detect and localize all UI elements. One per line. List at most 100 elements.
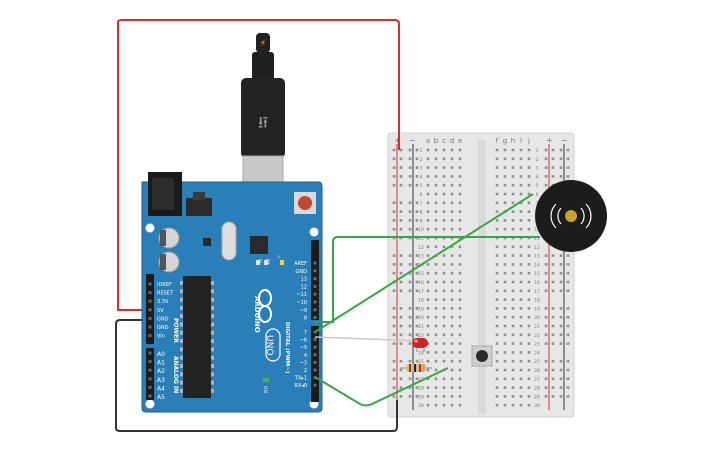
breadboard-hole	[495, 298, 499, 301]
breadboard-hole	[527, 351, 531, 354]
header-pin[interactable]	[313, 277, 317, 281]
breadboard-hole	[426, 263, 430, 266]
breadboard-hole	[458, 148, 462, 152]
row-number: 3	[420, 166, 423, 172]
header-pin[interactable]	[313, 338, 317, 342]
digital-pin-label: TX▸1	[294, 376, 307, 382]
breadboard-hole	[458, 192, 462, 196]
header-pin[interactable]	[148, 308, 152, 312]
header-pin[interactable]	[148, 316, 152, 320]
header-pin[interactable]	[148, 325, 152, 329]
row-number: 15	[418, 271, 424, 277]
rail-hole	[408, 377, 412, 381]
crystal-oscillator	[221, 221, 237, 261]
header-pin[interactable]	[148, 282, 152, 286]
rail-hole	[392, 148, 396, 152]
header-pin[interactable]	[313, 345, 317, 349]
wire-gray-pin7[interactable]	[314, 336, 421, 342]
header-pin[interactable]	[148, 291, 152, 295]
rx-led	[264, 260, 268, 265]
row-number: 18	[418, 298, 424, 304]
header-pin[interactable]	[313, 269, 317, 273]
header-pin[interactable]	[313, 292, 317, 296]
chip-leg	[180, 289, 183, 294]
breadboard-hole	[450, 183, 454, 187]
rail-hole	[408, 359, 412, 363]
breadboard-hole	[503, 254, 507, 257]
wire-green-buzzer[interactable]	[314, 193, 534, 333]
wire-black-gnd[interactable]	[115, 319, 398, 432]
breadboard-hole	[495, 175, 499, 178]
rail-hole	[415, 219, 419, 222]
chip-leg	[211, 297, 214, 302]
breadboard-hole	[450, 148, 454, 152]
breadboard-hole	[450, 333, 454, 337]
rail-hole	[408, 333, 412, 337]
resistor[interactable]	[400, 364, 432, 372]
breadboard-hole	[450, 192, 454, 196]
header-pin[interactable]	[313, 353, 317, 357]
regulator-tab	[193, 192, 205, 200]
rail-hole	[544, 157, 548, 161]
breadboard-hole	[511, 219, 515, 222]
breadboard-hole	[426, 368, 430, 372]
header-pin[interactable]	[313, 300, 317, 304]
piezo-buzzer[interactable]	[535, 180, 607, 252]
breadboard-hole	[450, 342, 454, 345]
push-button-cap[interactable]	[476, 350, 488, 362]
red-led[interactable]	[412, 338, 428, 352]
breadboard-hole	[511, 271, 515, 275]
header-pin[interactable]	[313, 360, 317, 364]
breadboard-hole	[511, 148, 515, 152]
breadboard-hole	[442, 377, 446, 381]
breadboard-hole	[442, 359, 446, 363]
header-pin[interactable]	[148, 351, 152, 355]
header-pin[interactable]	[313, 316, 317, 320]
rail-hole	[544, 175, 548, 178]
header-pin[interactable]	[313, 284, 317, 288]
rail-hole	[408, 183, 412, 187]
breadboard-hole	[503, 333, 507, 337]
header-pin[interactable]	[148, 360, 152, 364]
header-pin[interactable]	[148, 299, 152, 303]
breadboard-hole	[434, 333, 438, 337]
chip-leg	[211, 289, 214, 294]
header-pin[interactable]	[148, 394, 152, 398]
analog-pin-label: A1	[157, 360, 165, 367]
breadboard-hole	[426, 245, 430, 249]
rail-hole	[566, 271, 570, 275]
header-pin[interactable]	[148, 368, 152, 372]
push-button[interactable]	[471, 345, 493, 367]
wire-green-pin2[interactable]	[314, 367, 449, 407]
row-number: 22	[534, 333, 540, 339]
breadboard-hole	[527, 210, 531, 213]
header-pin[interactable]	[313, 368, 317, 372]
rail-hole	[399, 280, 403, 284]
breadboard-hole	[503, 245, 507, 249]
breadboard-hole	[511, 166, 515, 169]
breadboard-hole	[458, 271, 462, 275]
wire-red-5v[interactable]	[117, 19, 400, 311]
header-pin[interactable]	[148, 385, 152, 389]
breadboard-hole	[511, 254, 515, 257]
breadboard-hole	[434, 289, 438, 293]
header-pin[interactable]	[313, 383, 317, 387]
rail-hole	[392, 166, 396, 169]
header-pin[interactable]	[148, 377, 152, 381]
wire-green-pin8[interactable]	[315, 236, 540, 323]
header-pin[interactable]	[313, 261, 317, 265]
reset-button[interactable]	[298, 196, 312, 210]
header-pin[interactable]	[148, 334, 152, 338]
rail-hole	[559, 280, 563, 284]
digital-pin-label: ~3	[300, 360, 307, 366]
header-pin[interactable]	[313, 308, 317, 312]
rail-hole	[544, 263, 548, 266]
breadboard-hole	[450, 298, 454, 301]
rail-hole	[392, 386, 396, 389]
chip-leg	[180, 364, 183, 368]
breadboard-hole	[442, 298, 446, 301]
rail-hole	[408, 263, 412, 266]
rail-hole	[544, 183, 548, 187]
